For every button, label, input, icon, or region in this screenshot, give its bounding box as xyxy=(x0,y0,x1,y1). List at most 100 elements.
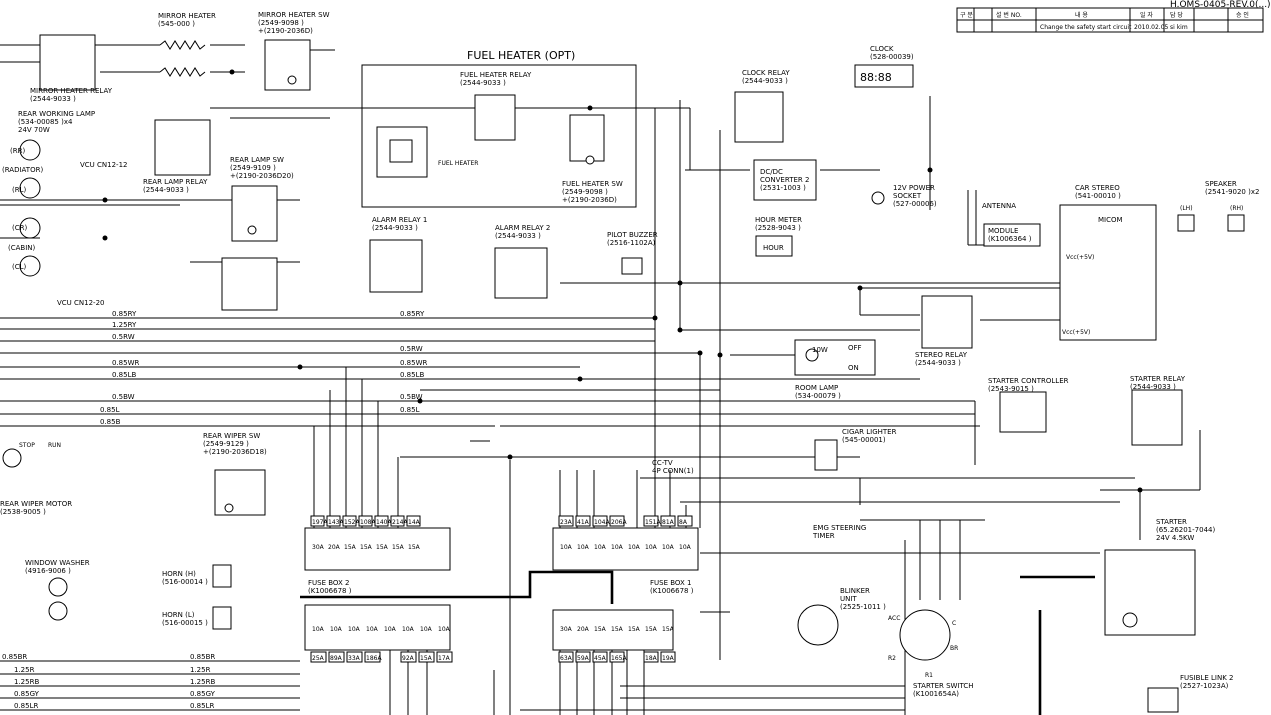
fuse-box-1-top-amp: 10A xyxy=(645,544,658,551)
fuse-box-1-bottom-code: 59A xyxy=(577,655,590,662)
fuse-box-2-top xyxy=(304,527,451,571)
wire-label: 0.85L xyxy=(400,406,420,414)
rear-working-lamp-label: (534-00085 )x4 xyxy=(18,118,73,126)
fuse-box-1-bottom-code: 45A xyxy=(594,655,607,662)
alarm-relay-1-label: ALARM RELAY 1 xyxy=(372,216,427,224)
speaker-label: SPEAKER xyxy=(1205,180,1237,188)
fuse-box-2-bottom-code: 25A xyxy=(312,655,325,662)
car-stereo-label: (541-00010 ) xyxy=(1075,192,1121,200)
fuse-box-1-top-code: 41A xyxy=(577,519,590,526)
fuse-box-1-top-code: 206A xyxy=(611,519,627,526)
fuse-box-2-bottom-amp: 10A xyxy=(402,626,415,633)
starter-controller-label: STARTER CONTROLLER xyxy=(988,377,1069,385)
fuel-heater-group: FUEL HEATER (OPT) FUEL HEATER xyxy=(361,49,637,208)
clock-label: (528-00039) xyxy=(870,53,914,61)
stop-label: STOP xyxy=(19,442,35,449)
rev-author: si kim xyxy=(1170,24,1188,31)
horn-h-label: (516-00014 ) xyxy=(162,578,208,586)
wire-label: 0.85B xyxy=(100,418,121,426)
fuse-box-2-bottom-code: 15A xyxy=(420,655,433,662)
fuse-box-1-top-code: 151A xyxy=(645,519,661,526)
fuse-box-2-top-code: 197A xyxy=(312,519,328,526)
emg-steering-label: TIMER xyxy=(812,532,835,540)
vcu-cn12-12-label: VCU CN12-12 xyxy=(80,161,128,169)
starter-label: 24V 4.5KW xyxy=(1156,534,1194,542)
dcdc-label: CONVERTER 2 xyxy=(760,176,809,184)
fuse-box-2-top-code-box xyxy=(342,515,357,527)
wire-label: 0.85L xyxy=(100,406,120,414)
fuse-box-1-top-code: 8A xyxy=(679,519,688,526)
fuse-box-1-top-code: 104A xyxy=(594,519,610,526)
clock-digits: 88:88 xyxy=(860,71,892,84)
fuse-box-2-bottom-code: 89A xyxy=(330,655,343,662)
micom-label: MICOM xyxy=(1098,216,1123,224)
fuse-box-2-bottom-code-box xyxy=(328,651,345,663)
fuse-box-2-top-amp: 15A xyxy=(392,544,405,551)
alarm-relay-2-label: (2544-9033 ) xyxy=(495,232,541,240)
fuse-box-2-top-code-box xyxy=(310,515,325,527)
rev-content: Change the safety start circuit xyxy=(1040,24,1132,31)
fuel-heater-sw-label: FUEL HEATER SW xyxy=(562,180,623,188)
fuse-box-2-bottom xyxy=(304,604,451,651)
doc-ref: H.OMS-0405-REV.0(...) xyxy=(1170,0,1271,10)
fuse-box-2-bottom-amp: 10A xyxy=(366,626,379,633)
wire-label: 0.85RY xyxy=(112,310,137,318)
hour-meter-label: (2528-9043 ) xyxy=(755,224,801,232)
lamp-label: (RADIATOR) xyxy=(2,166,43,174)
fuse-box-2-top-amp: 15A xyxy=(376,544,389,551)
mirror-heater-sw-label: (2549-9098 ) xyxy=(258,19,304,27)
fuse-box-1-top-code-box xyxy=(660,515,676,527)
wire-label: 0.85GY xyxy=(190,690,216,698)
off-label: OFF xyxy=(848,344,862,352)
component-labels: MIRROR HEATER(545-000 )MIRROR HEATER SW(… xyxy=(0,11,1259,698)
fuse-box-1-top-code-box xyxy=(575,515,591,527)
module-label: (K1006364 ) xyxy=(988,235,1032,243)
run-label: RUN xyxy=(48,442,61,449)
fuse-box-1-bottom-code: 18A xyxy=(645,655,658,662)
stereo-relay-label: (2544-9033 ) xyxy=(915,359,961,367)
fuse-box-2-bottom-code-box xyxy=(436,651,453,663)
components: 88:88 MICOM Vcc(+5V) Vcc(+5V) (LH) (RH) … xyxy=(2,34,1245,713)
speaker-lh: (LH) xyxy=(1180,205,1193,212)
fuse-box-1-bottom-code-box xyxy=(558,651,574,663)
wire-label: 0.5RW xyxy=(400,345,423,353)
fuse-box-1-bottom-code-box xyxy=(575,651,591,663)
r2-label: R2 xyxy=(888,655,896,662)
fuse-cells: 197A30A143A20A152A15A108A15A140A15A214A1… xyxy=(310,515,693,663)
module-label: MODULE xyxy=(988,227,1018,235)
vcu-cn12-20-label: VCU CN12-20 xyxy=(57,299,105,307)
fuse-box-2-bottom-amp: 10A xyxy=(420,626,433,633)
mirror-heater-sw-box xyxy=(264,39,311,91)
fuse-box-1-top-amp: 10A xyxy=(577,544,590,551)
fuse-box-1-top-amp: 10A xyxy=(594,544,607,551)
wire-label: 0.85WR xyxy=(112,359,140,367)
wire-label: 0.5BW xyxy=(400,393,423,401)
r1-label: R1 xyxy=(925,672,933,679)
starter-label: STARTER xyxy=(1156,518,1187,526)
wire-label: 1.25RY xyxy=(112,321,137,329)
fuse-box-1-top-code-box xyxy=(558,515,574,527)
on-label: ON xyxy=(848,364,859,372)
junctions xyxy=(102,69,1143,493)
antenna-label: ANTENNA xyxy=(982,202,1016,210)
mirror-heater-relay-label: (2544-9033 ) xyxy=(30,95,76,103)
fuse-box-1-top-amp: 10A xyxy=(560,544,573,551)
fuse-box-2-bottom-code: 33A xyxy=(348,655,361,662)
power-socket-label: SOCKET xyxy=(893,192,922,200)
speaker-rh: (RH) xyxy=(1230,205,1243,212)
fuse-box-2-top-code-box xyxy=(326,515,341,527)
starter-controller-label: (2543-9015 ) xyxy=(988,385,1034,393)
fuse-box-2-bottom-amp: 10A xyxy=(384,626,397,633)
rev-header: 담 당 xyxy=(1170,11,1183,19)
fuel-heater-sw-label: (2549-9098 ) xyxy=(562,188,608,196)
clock-relay-label: CLOCK RELAY xyxy=(742,69,790,77)
fuse-box-2-top-amp: 30A xyxy=(312,544,325,551)
fuse-box-2-bottom-code-box xyxy=(418,651,435,663)
blinker-unit-label: (2525-1011 ) xyxy=(840,603,886,611)
lamp-label: (CABIN) xyxy=(8,244,36,252)
wire-label: 0.85WR xyxy=(400,359,428,367)
rear-lamp-sw-label: +(2190-2036D20) xyxy=(230,172,294,180)
fuse-box-2-bottom-amp: 10A xyxy=(348,626,361,633)
cctv-label: 4P CONN(1) xyxy=(652,467,694,475)
lamp-label: (RR) xyxy=(10,147,25,155)
